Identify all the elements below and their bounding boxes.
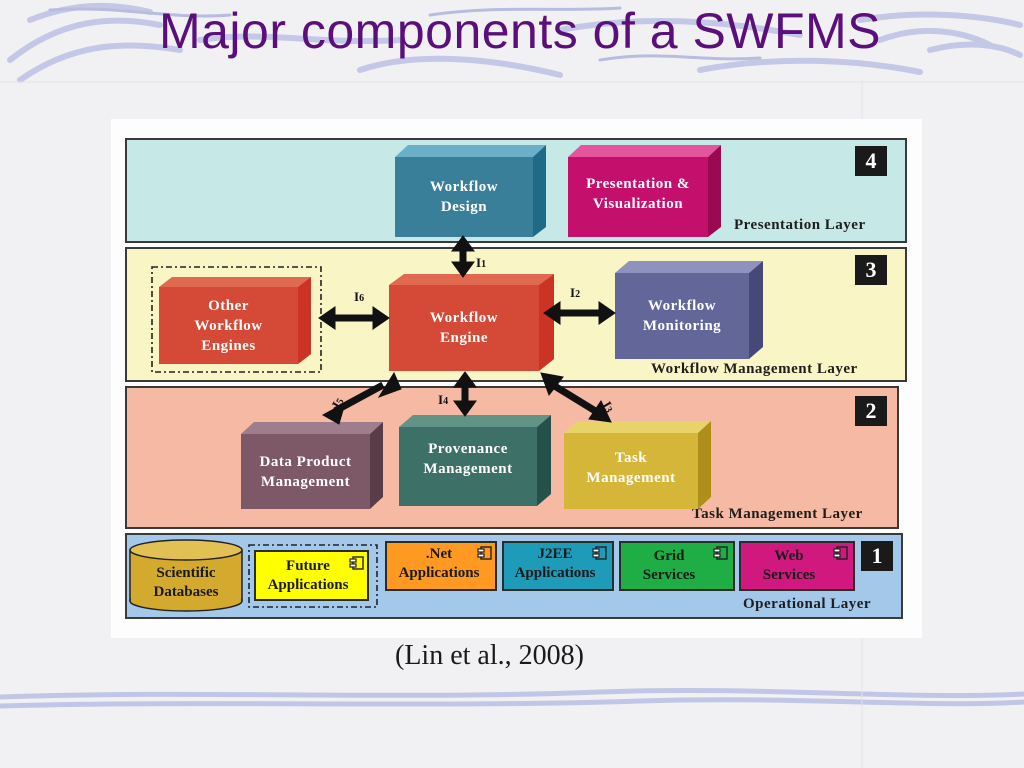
interface-i2-label: I2 — [570, 285, 581, 300]
layer-number-4: 4 — [855, 146, 887, 176]
provenance-management-box — [399, 415, 551, 506]
operational-layer-label: Operational Layer — [743, 596, 872, 612]
component-icon — [592, 546, 607, 560]
component-icon — [713, 546, 728, 560]
web-services-label: Web Services — [762, 548, 816, 583]
future-applications-box: Future Applications — [254, 550, 369, 601]
presentation-visualization-label: Presentation & Visualization — [586, 176, 690, 212]
task-management-label: Task Management — [586, 450, 676, 486]
architecture-diagram: 4 Presentation Layer 3 Workflow Manageme… — [111, 119, 922, 638]
workflow-design-box — [395, 145, 546, 237]
grid-services-box: Grid Services — [619, 541, 735, 591]
workflow-management-layer-label: Workflow Management Layer — [651, 361, 858, 377]
citation: (Lin et al., 2008) — [395, 640, 584, 671]
scientific-databases-label: Scientific Databases — [153, 565, 219, 600]
scientific-databases-cylinder — [129, 539, 243, 612]
grid-services-label: Grid Services — [642, 548, 696, 583]
web-services-box: Web Services — [739, 541, 855, 591]
workflow-engine-label: Workflow Engine — [429, 310, 499, 346]
workflow-monitoring-label: Workflow Monitoring — [642, 298, 722, 334]
component-icon — [477, 546, 492, 560]
other-workflow-engines-box — [159, 277, 311, 364]
future-apps-dashed-frame — [248, 544, 378, 608]
provenance-management-label: Provenance Management — [423, 441, 513, 477]
diagram-shapes — [129, 145, 763, 612]
component-icon — [349, 556, 364, 570]
j2ee-applications-label: J2EE Applications — [514, 546, 596, 581]
component-icon — [833, 546, 848, 560]
presentation-layer-label: Presentation Layer — [734, 217, 866, 233]
task-management-layer-label: Task Management Layer — [692, 506, 863, 522]
data-product-management-box — [241, 422, 383, 509]
workflow-engine-box — [389, 274, 554, 371]
workflow-design-label: Workflow Design — [429, 179, 499, 215]
future-applications-label: Future Applications — [267, 558, 349, 593]
interface-i4-label: I4 — [438, 392, 449, 407]
net-applications-label: .Net Applications — [398, 546, 480, 581]
layer-number-1: 1 — [861, 541, 893, 571]
net-applications-box: .Net Applications — [385, 541, 497, 591]
j2ee-applications-box: J2EE Applications — [502, 541, 614, 591]
slide-title: Major components of a SWFMS — [158, 3, 882, 59]
workflow-monitoring-box — [615, 261, 763, 359]
data-product-management-label: Data Product Management — [259, 453, 352, 490]
interface-i6-label: I6 — [354, 289, 365, 304]
layer-number-2: 2 — [855, 396, 887, 426]
task-management-box — [564, 421, 711, 509]
other-engines-dashed-frame — [151, 266, 322, 373]
presentation-visualization-box — [568, 145, 721, 237]
layer-number-3: 3 — [855, 255, 887, 285]
interface-arrows — [318, 235, 616, 425]
other-workflow-engines-label: Other Workflow Engines — [194, 297, 263, 354]
interface-i1-label: I1 — [476, 255, 487, 270]
